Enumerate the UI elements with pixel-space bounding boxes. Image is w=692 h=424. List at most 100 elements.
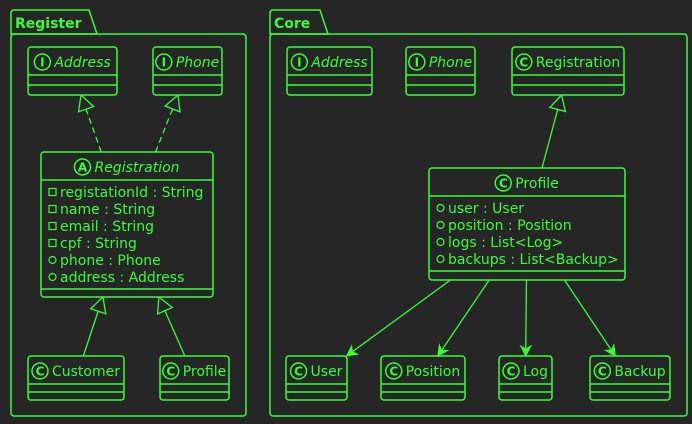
- member-row: phone : Phone: [48, 253, 161, 269]
- member-row: registationId : String: [48, 185, 203, 201]
- relation-c-profile-to-c-position: [437, 279, 490, 357]
- interface-stereotype-icon: I: [408, 53, 426, 71]
- class-stereotype-icon: C: [289, 362, 308, 380]
- member-text: user : User: [448, 201, 524, 217]
- hollow-arrowhead: [548, 93, 567, 113]
- relation-line: [85, 108, 102, 153]
- relation-c-profile-to-c-backup: [563, 279, 616, 357]
- relation-c-profile-to-c-log: [519, 279, 533, 358]
- class-c-user[interactable]: User C: [285, 355, 348, 401]
- relation-line: [346, 279, 451, 357]
- relation-line: [563, 279, 616, 357]
- class-name: Registration: [94, 160, 179, 176]
- class-r-phone[interactable]: Phone I: [152, 46, 223, 96]
- stereotype-letter: C: [519, 56, 528, 70]
- private-visibility-icon: [48, 204, 57, 214]
- class-stereotype-icon: C: [31, 362, 49, 380]
- public-visibility-icon: [48, 272, 57, 282]
- stereotype-letter: A: [78, 161, 88, 175]
- relation-c-profile-to-c-user: [345, 279, 451, 357]
- public-visibility-icon: [436, 203, 445, 213]
- relation-r-profile-to-r-registration: [156, 295, 186, 357]
- member-row: user : User: [436, 201, 524, 217]
- filled-arrowhead: [345, 344, 360, 357]
- relation-r-registration-to-r-phone: [154, 93, 181, 153]
- relation-line: [154, 108, 174, 153]
- stereotype-letter: C: [294, 365, 303, 379]
- stereotype-letter: I: [415, 56, 419, 70]
- package-register: Register: [10, 9, 247, 417]
- class-stereotype-icon: C: [515, 53, 533, 71]
- member-text: registationId : String: [60, 185, 203, 201]
- class-name: Phone: [429, 55, 472, 71]
- relation-c-profile-to-c-registration: [541, 93, 567, 169]
- class-box: [27, 355, 125, 401]
- member-text: phone : Phone: [60, 253, 161, 269]
- member-row: name : String: [48, 202, 155, 218]
- class-name: Profile: [515, 176, 559, 192]
- class-c-log[interactable]: Log C: [498, 355, 553, 401]
- stereotype-letter: I: [297, 56, 301, 70]
- class-name: Position: [406, 364, 461, 380]
- class-stereotype-icon: C: [502, 362, 520, 380]
- class-c-phone[interactable]: Phone I: [405, 46, 476, 96]
- stereotype-letter: I: [40, 56, 44, 70]
- stereotype-letter: I: [162, 56, 166, 70]
- class-name: Phone: [176, 55, 219, 71]
- member-text: backups : List<Backup>: [448, 252, 619, 268]
- hollow-arrowhead: [77, 93, 95, 113]
- class-name: Profile: [183, 364, 227, 380]
- class-c-address[interactable]: Address I: [286, 46, 373, 96]
- package-frame: [10, 33, 247, 417]
- filled-arrowhead: [519, 344, 533, 358]
- private-visibility-icon: [48, 238, 57, 248]
- class-name: Address: [310, 55, 367, 71]
- package-title: Core: [274, 16, 310, 32]
- interface-stereotype-icon: I: [33, 53, 52, 71]
- class-stereotype-icon: C: [494, 174, 512, 192]
- private-visibility-icon: [48, 187, 57, 197]
- relation-line: [525, 279, 528, 357]
- class-r-address[interactable]: Address I: [27, 46, 118, 96]
- stereotype-letter: C: [166, 365, 175, 379]
- member-row: email : String: [48, 219, 154, 235]
- class-stereotype-icon: C: [384, 362, 403, 380]
- relation-line: [437, 279, 490, 357]
- class-c-registration[interactable]: Registration C: [511, 46, 625, 96]
- class-r-profile[interactable]: Profile C: [159, 355, 230, 401]
- member-text: logs : List<Log>: [448, 235, 563, 251]
- member-row: address : Address: [48, 270, 184, 286]
- filled-arrowhead: [603, 343, 616, 357]
- member-text: position : Position: [448, 218, 572, 234]
- interface-stereotype-icon: I: [155, 53, 173, 71]
- stereotype-letter: C: [389, 365, 398, 379]
- stereotype-letter: C: [499, 177, 508, 191]
- class-name: Log: [523, 364, 548, 380]
- packages-layer: Register Core: [10, 9, 688, 417]
- package-title: Register: [15, 16, 82, 32]
- class-c-position[interactable]: Position C: [380, 355, 466, 401]
- relation-r-registration-to-r-address: [77, 93, 102, 153]
- class-box: [511, 46, 625, 96]
- stereotype-letter: C: [598, 365, 607, 379]
- public-visibility-icon: [436, 220, 445, 230]
- class-name: Address: [53, 55, 110, 71]
- class-stereotype-icon: C: [161, 362, 180, 380]
- member-row: backups : List<Backup>: [436, 252, 619, 268]
- stereotype-letter: C: [507, 365, 516, 379]
- relation-line: [541, 109, 559, 169]
- member-row: cpf : String: [48, 236, 137, 252]
- class-box: [40, 151, 214, 298]
- package-tab: [10, 9, 99, 35]
- public-visibility-icon: [48, 255, 57, 265]
- class-name: Registration: [536, 55, 620, 71]
- class-box: [286, 46, 373, 96]
- interface-stereotype-icon: I: [290, 53, 309, 71]
- class-name: User: [311, 364, 343, 380]
